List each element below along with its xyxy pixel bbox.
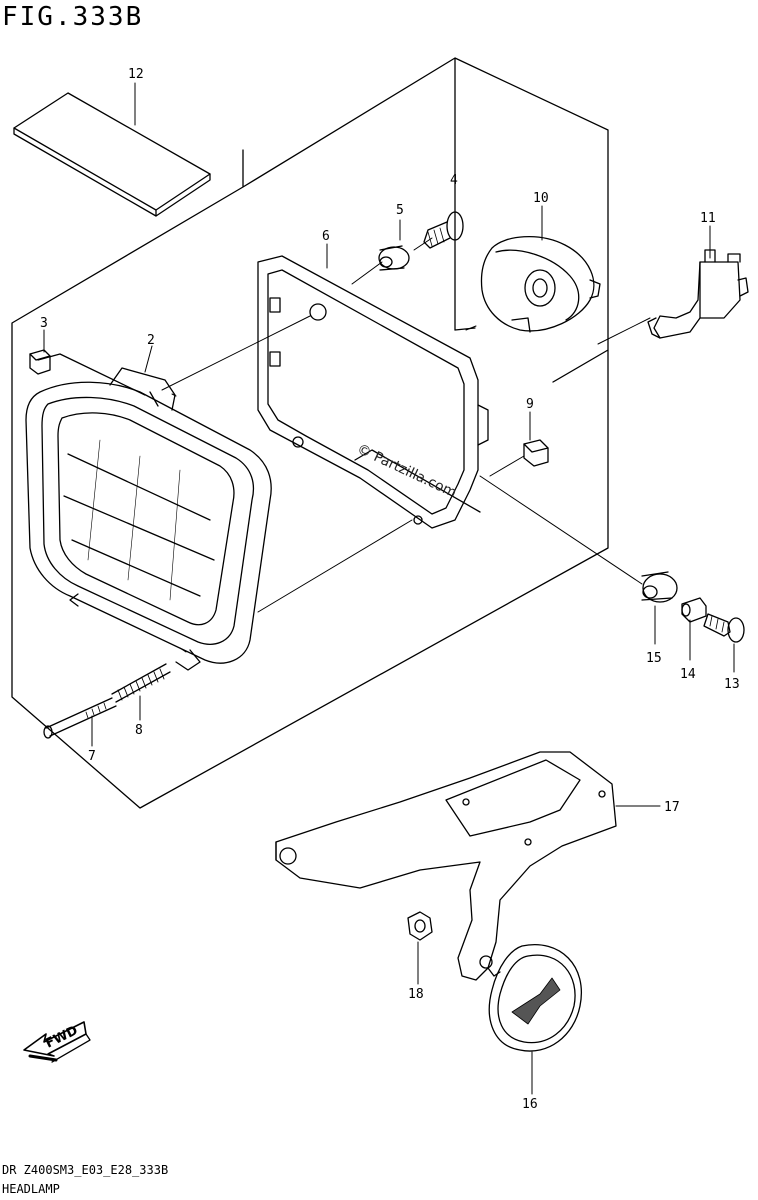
part-17-bracket	[275, 751, 617, 981]
callout-10[interactable]: 10	[533, 191, 549, 206]
part-12-decal-sheet	[13, 92, 211, 217]
leader-lines	[43, 82, 735, 1095]
part-2-headlamp-unit	[25, 353, 272, 671]
part-11-bulb	[647, 249, 749, 339]
part-6-headlamp-rim	[257, 255, 489, 529]
part-13-screw	[703, 613, 745, 643]
model-code: DR Z400SM3_E03_E28_333B	[2, 1163, 169, 1177]
part-4-screw	[423, 211, 464, 249]
callout-18[interactable]: 18	[408, 987, 424, 1002]
callout-15[interactable]: 15	[646, 651, 662, 666]
callout-16[interactable]: 16	[522, 1097, 538, 1112]
callout-6[interactable]: 6	[322, 229, 330, 244]
section-name: HEADLAMP	[2, 1182, 60, 1196]
part-9-clip	[523, 439, 549, 467]
callout-14[interactable]: 14	[680, 667, 696, 682]
callout-11[interactable]: 11	[700, 211, 716, 226]
callout-12[interactable]: 12	[128, 67, 144, 82]
callout-3[interactable]: 3	[40, 316, 48, 331]
part-16-reflector	[488, 944, 582, 1052]
assembly-boundary	[11, 57, 609, 809]
part-3-clip	[29, 349, 51, 375]
callout-8[interactable]: 8	[135, 723, 143, 738]
part-5-grommet	[378, 245, 410, 271]
callout-17[interactable]: 17	[664, 800, 680, 815]
callout-13[interactable]: 13	[724, 677, 740, 692]
callout-9[interactable]: 9	[526, 397, 534, 412]
fwd-arrow-icon	[23, 1021, 91, 1063]
callout-5[interactable]: 5	[396, 203, 404, 218]
part-15-grommet	[641, 571, 678, 603]
part-7-bolt	[43, 697, 117, 739]
part-8-spring	[111, 663, 171, 703]
figure-title: FIG.333B	[2, 2, 144, 32]
part-18-nut	[407, 911, 433, 941]
callout-7[interactable]: 7	[88, 749, 96, 764]
callout-2[interactable]: 2	[147, 333, 155, 348]
callout-4[interactable]: 4	[450, 173, 458, 188]
part-10-socket-cover	[480, 236, 601, 333]
part-14-collar	[681, 597, 707, 623]
